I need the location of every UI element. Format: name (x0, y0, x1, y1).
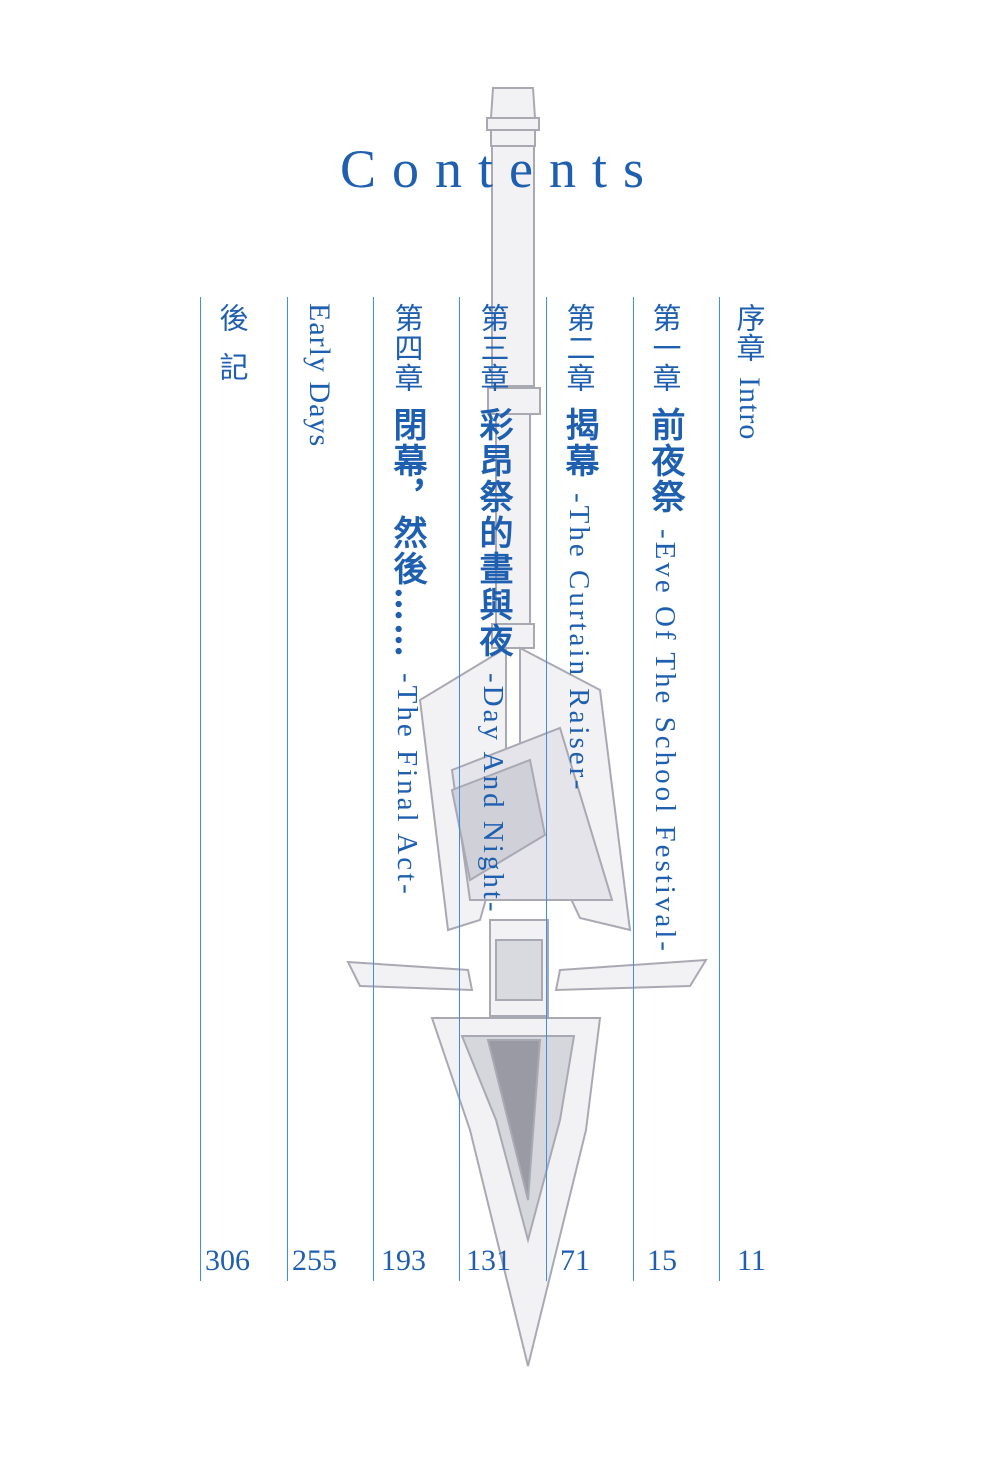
chapter-number: 第一章 (648, 303, 682, 393)
column-rule (546, 297, 547, 1281)
chapter-number: 第四章 (390, 303, 424, 393)
chapter-subtitle: -Eve Of The School Festival- (649, 529, 681, 954)
chapter-number: 第二章 (562, 303, 596, 393)
column-rule (287, 297, 288, 1281)
column-rule (633, 297, 634, 1281)
page-number: 255 (292, 1244, 337, 1277)
chapter-number: 第三章 (476, 303, 510, 393)
page-number: 11 (737, 1244, 766, 1277)
chapter-title: 揭幕 (559, 407, 599, 479)
toc-entry-chapter-2[interactable]: 第二章揭幕 -The Curtain Raiser- (559, 303, 599, 1203)
chapter-number: 序章 (732, 303, 766, 363)
toc-entry-prologue[interactable]: 序章 Intro (732, 303, 766, 1203)
page-number: 15 (647, 1244, 677, 1277)
chapter-title: 前夜祭 (645, 407, 685, 515)
column-rule (200, 297, 201, 1281)
toc-entry-afterword[interactable]: 後記 (215, 303, 249, 1203)
page-number: 306 (205, 1244, 250, 1277)
chapter-subtitle: -The Final Act- (391, 673, 423, 897)
toc-entry-chapter-3[interactable]: 第三章彩昂祭的晝與夜 -Day And Night- (473, 303, 513, 1203)
page-number: 193 (381, 1244, 426, 1277)
column-rule (373, 297, 374, 1281)
toc-entry-chapter-4[interactable]: 第四章閉幕，然後…… -The Final Act- (387, 303, 427, 1203)
column-rule (719, 297, 720, 1281)
chapter-subtitle: -Day And Night- (477, 673, 509, 915)
column-rule (459, 297, 460, 1281)
page-number: 71 (560, 1244, 590, 1277)
chapter-subtitle: Early Days (303, 303, 336, 448)
chapter-title: 閉幕，然後…… (387, 407, 427, 659)
chapter-number: 後記 (215, 303, 249, 401)
page-title: Contents (339, 139, 660, 199)
chapter-subtitle: -The Curtain Raiser- (563, 493, 595, 793)
chapter-subtitle: Intro (733, 377, 766, 441)
toc-entry-chapter-1[interactable]: 第一章前夜祭 -Eve Of The School Festival- (645, 303, 685, 1203)
chapter-title: 彩昂祭的晝與夜 (473, 407, 513, 659)
page-number: 131 (466, 1244, 511, 1277)
toc-entry-early-days[interactable]: Early Days (303, 303, 336, 1203)
